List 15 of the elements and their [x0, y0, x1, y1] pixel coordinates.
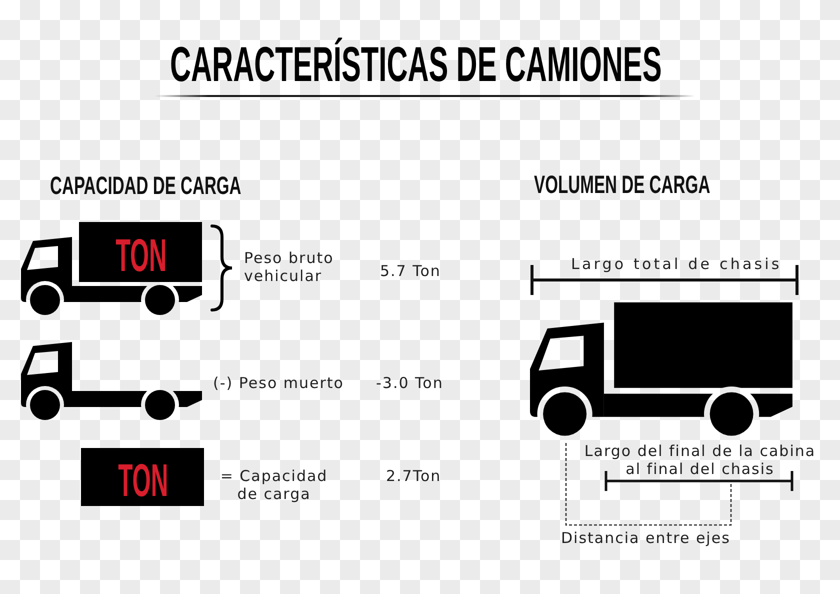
weight-label: = Capacidad de carga	[219, 467, 329, 503]
dimension-label: Distancia entre ejes	[561, 528, 730, 546]
section-heading: VOLUMEN DE CARGA	[534, 172, 710, 198]
weight-value: -3.0 Ton	[376, 374, 444, 392]
unit-text: TON	[118, 456, 168, 502]
dimension-label: Largo del final de la cabina al final del chasis	[583, 442, 817, 478]
cargo-box	[79, 222, 202, 282]
weight-value: 5.7 Ton	[380, 262, 441, 280]
dimension-label: Largo total de chasis	[571, 255, 782, 273]
weight-value: 2.7Ton	[386, 467, 442, 485]
weight-label: Peso bruto vehicular	[244, 249, 335, 285]
section-heading: CAPACIDAD DE CARGA	[50, 174, 242, 199]
unit-text: TON	[115, 232, 166, 278]
cargo-block	[81, 448, 204, 506]
weight-label: (-) Peso muerto	[213, 374, 344, 392]
